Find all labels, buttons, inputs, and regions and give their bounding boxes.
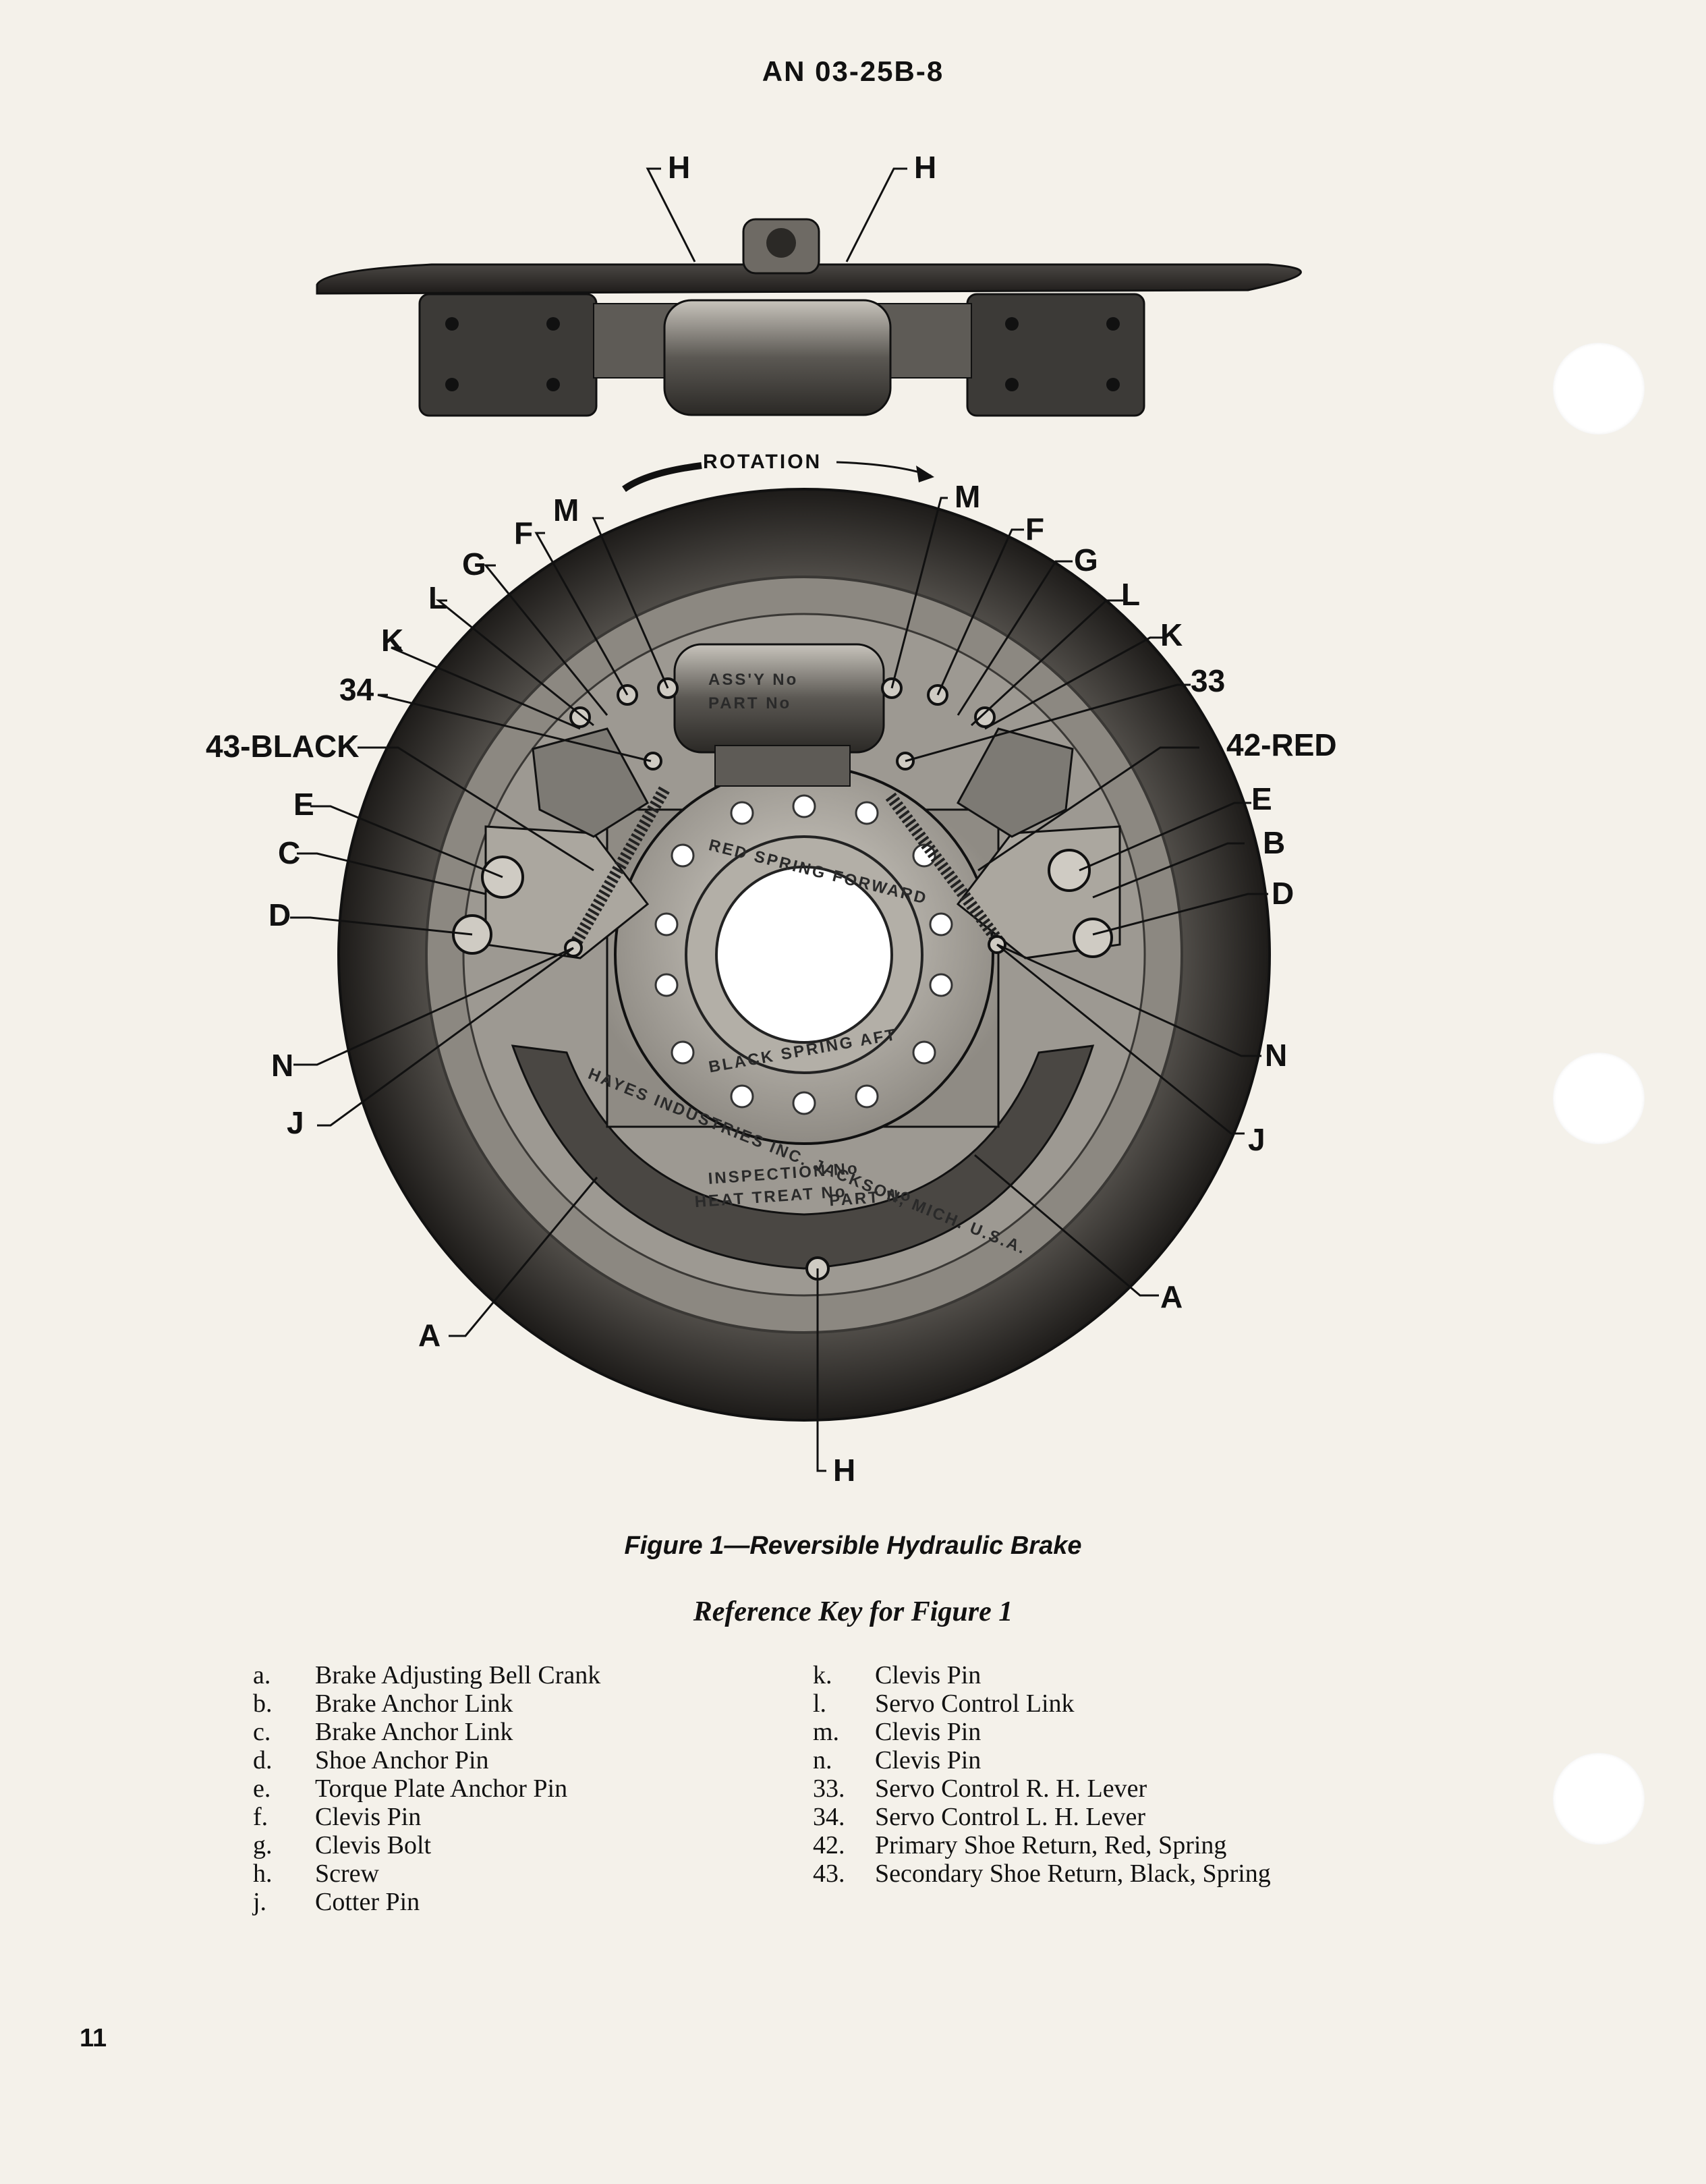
key-letter: c. bbox=[253, 1718, 271, 1746]
key-description: Brake Adjusting Bell Crank bbox=[315, 1661, 601, 1689]
key-row: f. Clevis Pin bbox=[253, 1803, 600, 1831]
key-description: Primary Shoe Return, Red, Spring bbox=[875, 1831, 1227, 1859]
callout-c-left: C bbox=[278, 835, 300, 870]
leader-lines bbox=[290, 167, 1268, 1472]
callout-n-right: N bbox=[1265, 1038, 1287, 1073]
key-row: d. Shoe Anchor Pin bbox=[253, 1746, 600, 1774]
key-letter: 34. bbox=[813, 1803, 845, 1831]
key-row: 42. Primary Shoe Return, Red, Spring bbox=[813, 1831, 1271, 1859]
key-row: l. Servo Control Link bbox=[813, 1689, 1271, 1718]
callout-42-red: 42-RED bbox=[1226, 727, 1337, 762]
key-letter: b. bbox=[253, 1689, 273, 1718]
key-letter: j. bbox=[253, 1888, 267, 1916]
key-letter: m. bbox=[813, 1718, 840, 1746]
callout-e-left: E bbox=[293, 787, 314, 822]
key-letter: 43. bbox=[813, 1859, 845, 1888]
key-row: c. Brake Anchor Link bbox=[253, 1718, 600, 1746]
callout-e-right: E bbox=[1251, 781, 1272, 816]
key-description: Screw bbox=[315, 1859, 379, 1888]
key-description: Cotter Pin bbox=[315, 1888, 420, 1916]
key-description: Clevis Pin bbox=[875, 1718, 982, 1746]
page-number: 11 bbox=[80, 2024, 107, 2052]
key-description: Brake Anchor Link bbox=[315, 1718, 513, 1746]
callout-g-right: G bbox=[1074, 542, 1098, 578]
callout-a-right: A bbox=[1160, 1279, 1183, 1314]
key-description: Shoe Anchor Pin bbox=[315, 1746, 489, 1774]
callout-h-top-right: H bbox=[914, 150, 936, 185]
callout-n-left: N bbox=[271, 1048, 293, 1083]
binder-hole-top bbox=[1553, 343, 1645, 435]
reference-key-left-column: a. Brake Adjusting Bell Crank b. Brake Anc… bbox=[253, 1661, 600, 1916]
key-letter: g. bbox=[253, 1831, 273, 1859]
key-row: h. Screw bbox=[253, 1859, 600, 1888]
key-row: a. Brake Adjusting Bell Crank bbox=[253, 1661, 600, 1689]
key-description: Brake Anchor Link bbox=[315, 1689, 513, 1718]
rotation-label: ROTATION bbox=[703, 451, 822, 473]
callout-l-left: L bbox=[428, 580, 447, 615]
brake-assembly: ASS'Y No PART No RED SPRING FORWARD BLAC… bbox=[337, 488, 1271, 1422]
callout-h-bottom: H bbox=[833, 1453, 855, 1488]
binder-hole-middle bbox=[1553, 1053, 1645, 1144]
callout-43-black: 43-BLACK bbox=[206, 729, 359, 764]
key-letter: 42. bbox=[813, 1831, 845, 1859]
key-letter: f. bbox=[253, 1803, 268, 1831]
figure-caption: Figure 1—Reversible Hydraulic Brake bbox=[624, 1532, 1082, 1560]
key-row: e. Torque Plate Anchor Pin bbox=[253, 1774, 600, 1803]
key-letter: k. bbox=[813, 1661, 832, 1689]
key-description: Clevis Bolt bbox=[315, 1831, 432, 1859]
callout-b-right: B bbox=[1263, 825, 1285, 860]
callout-g-left: G bbox=[462, 547, 486, 582]
key-row: k. Clevis Pin bbox=[813, 1661, 1271, 1689]
key-description: Servo Control R. H. Lever bbox=[875, 1774, 1147, 1803]
document-number: AN 03-25B-8 bbox=[762, 55, 944, 87]
callout-l-right: L bbox=[1121, 577, 1140, 612]
key-row: 33. Servo Control R. H. Lever bbox=[813, 1774, 1271, 1803]
stamp-part: PART No bbox=[708, 694, 791, 712]
reference-key-right-column: k. Clevis Pin l. Servo Control Link m. Clev… bbox=[813, 1661, 1271, 1888]
key-letter: 33. bbox=[813, 1774, 845, 1803]
key-letter: l. bbox=[813, 1689, 827, 1718]
callout-f-left: F bbox=[514, 515, 533, 551]
key-row: b. Brake Anchor Link bbox=[253, 1689, 600, 1718]
key-row: g. Clevis Bolt bbox=[253, 1831, 600, 1859]
key-description: Servo Control L. H. Lever bbox=[875, 1803, 1146, 1831]
callout-h-top-left: H bbox=[668, 150, 690, 185]
callout-k-right: K bbox=[1160, 617, 1183, 652]
stamp-assy: ASS'Y No bbox=[708, 671, 798, 689]
key-row: 43. Secondary Shoe Return, Black, Spring bbox=[813, 1859, 1271, 1888]
key-description: Servo Control Link bbox=[875, 1689, 1075, 1718]
binder-hole-bottom bbox=[1553, 1753, 1645, 1845]
key-letter: e. bbox=[253, 1774, 271, 1803]
callout-m-left: M bbox=[553, 493, 579, 528]
key-letter: h. bbox=[253, 1859, 273, 1888]
key-description: Clevis Pin bbox=[875, 1661, 982, 1689]
callout-33: 33 bbox=[1191, 663, 1225, 698]
side-view bbox=[316, 218, 1302, 417]
callout-d-right: D bbox=[1272, 876, 1294, 911]
key-description: Torque Plate Anchor Pin bbox=[315, 1774, 568, 1803]
key-row: m. Clevis Pin bbox=[813, 1718, 1271, 1746]
key-description: Clevis Pin bbox=[315, 1803, 422, 1831]
callout-a-left: A bbox=[418, 1318, 440, 1353]
callout-k-left: K bbox=[381, 623, 403, 658]
callout-f-right: F bbox=[1025, 511, 1044, 547]
key-row: n. Clevis Pin bbox=[813, 1746, 1271, 1774]
rotation-arrow: ROTATION bbox=[622, 451, 934, 493]
callouts: H H M M F F G G L L K K 34 33 43-BLACK 4… bbox=[206, 150, 1337, 1488]
callout-m-right: M bbox=[955, 479, 980, 514]
callout-34: 34 bbox=[339, 672, 374, 707]
reference-key-title: Reference Key for Figure 1 bbox=[693, 1596, 1013, 1627]
key-row: j. Cotter Pin bbox=[253, 1888, 600, 1916]
key-letter: a. bbox=[253, 1661, 271, 1689]
callout-j-right: J bbox=[1248, 1122, 1266, 1157]
key-description: Clevis Pin bbox=[875, 1746, 982, 1774]
callout-d-left: D bbox=[268, 897, 291, 932]
key-letter: n. bbox=[813, 1746, 832, 1774]
callout-j-left: J bbox=[287, 1105, 304, 1140]
key-description: Secondary Shoe Return, Black, Spring bbox=[875, 1859, 1271, 1888]
brake-figure: ROTATION ASS'Y No PART No bbox=[206, 150, 1337, 1488]
key-letter: d. bbox=[253, 1746, 273, 1774]
key-row: 34. Servo Control L. H. Lever bbox=[813, 1803, 1271, 1831]
